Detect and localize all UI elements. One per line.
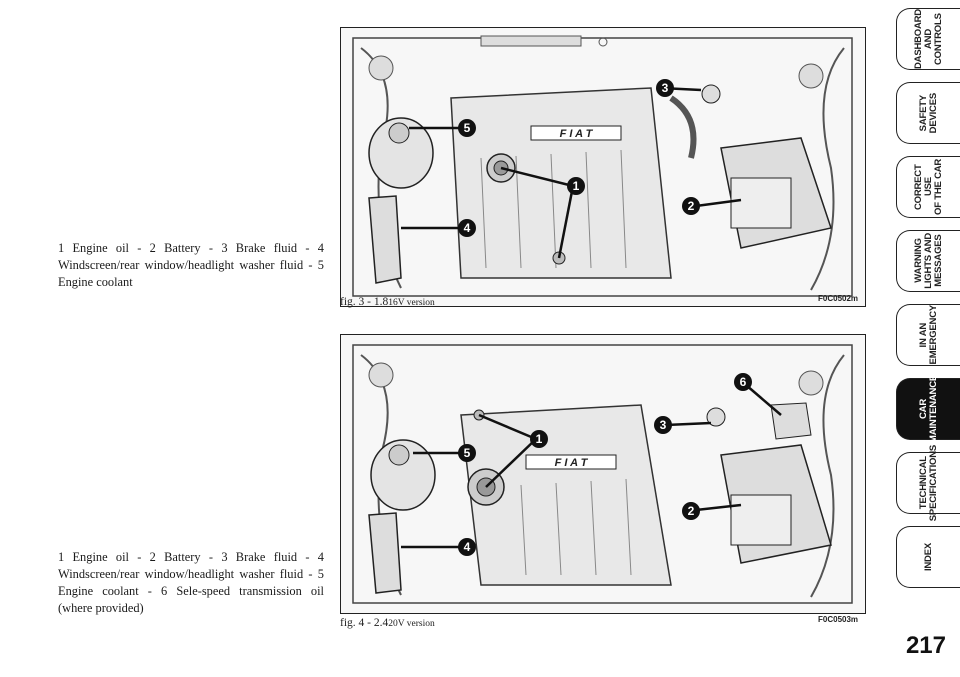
callout-3: 3 [660,418,667,432]
figure-3-label: fig. 3 - 1.816V version [340,296,435,308]
tab-technical-specifications[interactable]: TECHNICAL SPECIFICATIONS [896,445,960,521]
callout-1: 1 [573,179,580,193]
tab-warning-lights-and-messages[interactable]: WARNING LIGHTS AND MESSAGES [896,230,960,292]
callout-6: 6 [740,375,747,389]
callout-4: 4 [464,221,471,235]
section-tabs: DASHBOARD AND CONTROLS SAFETY DEVICES CO… [870,0,960,677]
tab-safety-devices[interactable]: SAFETY DEVICES [896,82,960,144]
tab-correct-use-of-the-car[interactable]: CORRECT USE OF THE CAR [896,156,960,218]
callout-5: 5 [464,121,471,135]
tab-car-maintenance[interactable]: CAR MAINTENANCE [896,375,960,443]
callout-3: 3 [662,81,669,95]
callout-2: 2 [688,504,695,518]
fiat-logo: F I A T [555,457,589,469]
tab-index[interactable]: INDEX [896,526,960,588]
figure-3-code: F0C0502m [818,294,859,303]
callout-2: 2 [688,199,695,213]
tab-in-an-emergency[interactable]: IN AN EMERGENCY [896,304,960,366]
figure-4-caption: 1 Engine oil - 2 Battery - 3 Brake fluid… [58,550,324,615]
engine-bay-illustration-fig4: F I A T 1 2 [340,334,866,614]
figure-4-label: fig. 4 - 2.420V version [340,617,435,629]
callout-1: 1 [536,432,543,446]
page-number: 217 [905,632,946,659]
fiat-logo: F I A T [560,128,594,140]
callout-4: 4 [464,540,471,554]
callout-5: 5 [464,446,471,460]
figure-3-caption: 1 Engine oil - 2 Battery - 3 Brake fluid… [58,241,324,289]
engine-bay-illustration-fig3: F I A T 1 [340,27,866,307]
figure-4-code: F0C0503m [818,615,859,624]
tab-dashboard-and-controls[interactable]: DASHBOARD AND CONTROLS [896,8,960,70]
